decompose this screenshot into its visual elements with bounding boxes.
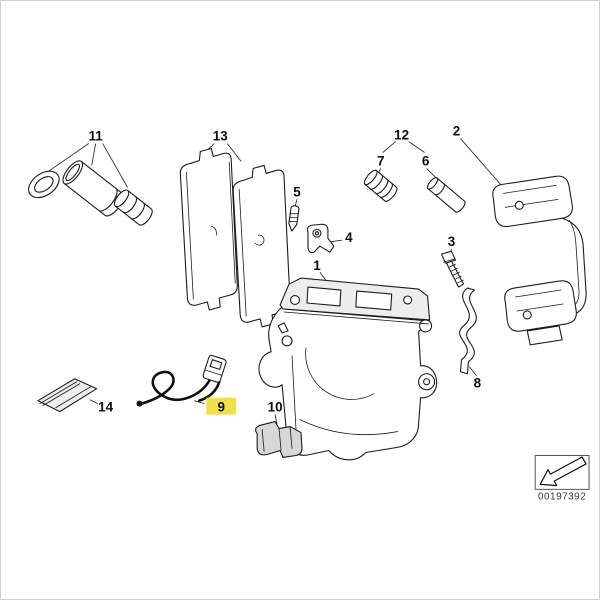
callout-9[interactable]: 9 (218, 400, 225, 415)
callout-14[interactable]: 14 (98, 400, 113, 415)
sensor-cable (140, 370, 211, 405)
doc-number-block: 00197392 (534, 454, 590, 502)
sensor-connector (202, 354, 227, 383)
leader-line (194, 400, 205, 405)
leader-line (382, 141, 425, 153)
brake-pad-front (179, 147, 238, 311)
part-11-dust-cap (113, 189, 153, 226)
leader-line (274, 414, 278, 425)
callout-3[interactable]: 3 (448, 234, 455, 249)
seal-inner (34, 176, 54, 193)
leader-line (294, 199, 298, 207)
banjo-hole (289, 294, 301, 306)
callout-6[interactable]: 6 (422, 153, 429, 168)
carrier-upper-arm (492, 175, 573, 228)
part-8-anti-rattle-spring (459, 287, 477, 375)
callout-8[interactable]: 8 (474, 376, 482, 391)
leader-line (89, 399, 98, 405)
callout-11[interactable]: 11 (89, 129, 104, 144)
direction-arrow-icon (539, 456, 587, 487)
carrier-bottom-tab (526, 325, 563, 346)
caliper-window-left (306, 286, 342, 307)
bleed-screw (281, 335, 293, 347)
sensor-cable-stub (198, 380, 221, 402)
part-6-guide-pin (426, 177, 466, 213)
leader-line (469, 366, 477, 377)
carrier-lower-arm (504, 280, 577, 332)
callout-1[interactable]: 1 (313, 258, 321, 273)
sensor-cable-end (136, 400, 143, 407)
part-9-wear-sensor (136, 354, 227, 407)
part-5-screw (288, 205, 300, 232)
part-3-guide-bolt (440, 250, 465, 288)
callout-12[interactable]: 12 (394, 128, 409, 143)
leader-line (460, 138, 503, 187)
callout-9-highlight (206, 397, 237, 415)
callout-5[interactable]: 5 (293, 184, 301, 199)
part-11-seal-ring (28, 170, 60, 199)
leader-line (46, 143, 128, 188)
part-11-piston (62, 160, 124, 217)
callouts: 1 2 3 4 5 6 7 8 9 10 11 12 13 14 (89, 124, 482, 415)
part-4-retaining-clip (306, 223, 335, 254)
part-13-brake-pads (179, 147, 291, 328)
callout-13[interactable]: 13 (213, 129, 228, 144)
callout-4[interactable]: 4 (345, 230, 353, 245)
carrier-hole-top (514, 200, 524, 210)
callout-2[interactable]: 2 (453, 124, 460, 139)
bolt-threads (449, 263, 464, 284)
bolt-head (440, 250, 457, 264)
caliper-side-hole (419, 319, 433, 333)
guide-boss-inner (423, 378, 431, 386)
part-1-brake-caliper (258, 277, 438, 461)
part-7-guide-bushing (363, 169, 398, 202)
part-2-caliper-carrier (492, 175, 587, 346)
doc-number: 00197392 (538, 491, 586, 502)
part-14-grease-packet (37, 378, 98, 413)
callout-7[interactable]: 7 (377, 153, 384, 168)
caliper-window-right (355, 290, 393, 311)
carrier-hole-bottom (522, 310, 532, 320)
callout-10[interactable]: 10 (268, 400, 283, 415)
part-10-clip (255, 421, 303, 459)
